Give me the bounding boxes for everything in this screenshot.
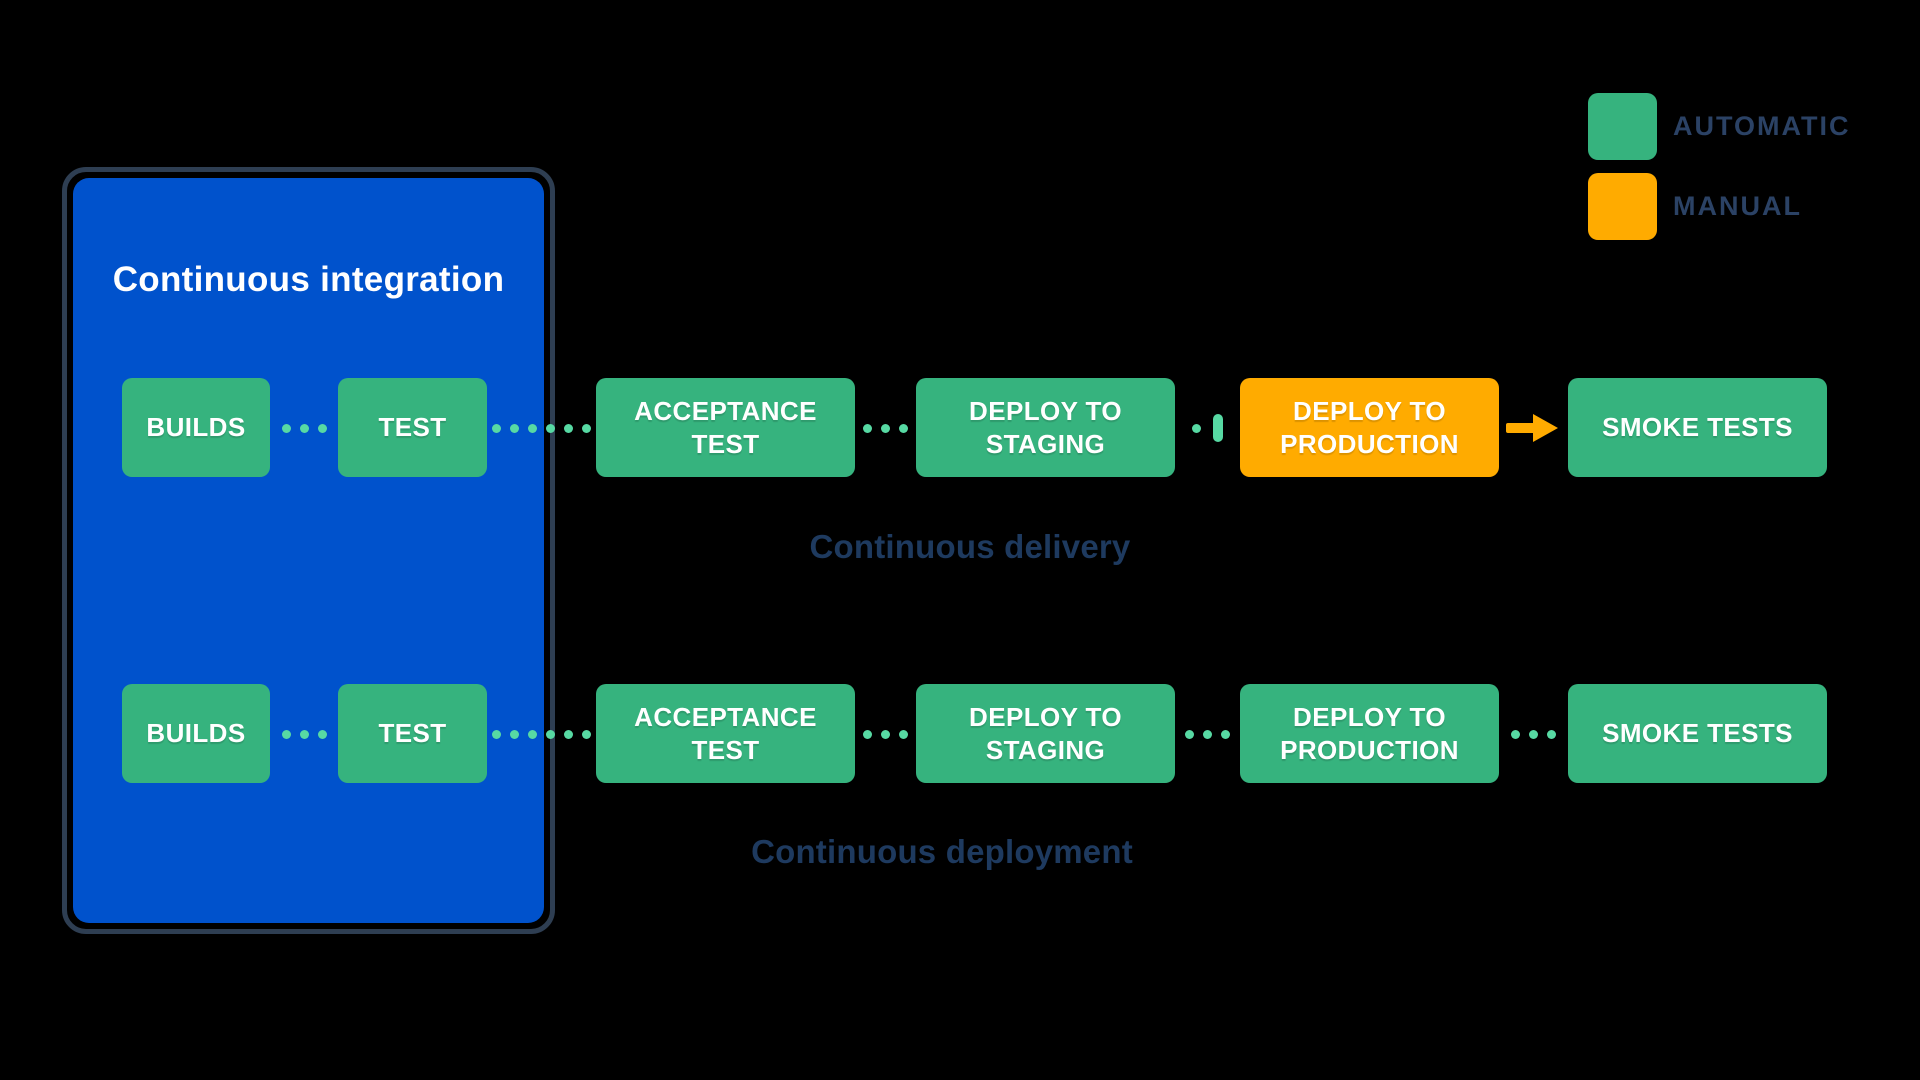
connector-dot: [1185, 729, 1194, 739]
connector-dot: [899, 423, 908, 433]
connector-dot: [546, 423, 555, 433]
connector-dot: [863, 423, 872, 433]
continuous-deployment-label: Continuous deployment: [751, 833, 1133, 870]
connector-dot: [492, 423, 501, 433]
continuous-delivery-label: Continuous delivery: [809, 528, 1131, 565]
step-deploy-to-production-delivery: DEPLOY TO PRODUCTION: [1240, 378, 1499, 477]
manual-arrow-icon: [1506, 412, 1558, 444]
connector-dot: [510, 729, 519, 739]
step-deploy-to-production-deployment: DEPLOY TO PRODUCTION: [1240, 684, 1499, 783]
connector-test-acceptance-2: [487, 720, 596, 748]
connector-dot: [1547, 729, 1556, 739]
step-builds-delivery: BUILDS: [122, 378, 270, 477]
connector-builds-test-2: [270, 720, 338, 748]
connector-dot: [317, 423, 327, 433]
connector-dot: [582, 423, 591, 433]
step-acceptance-test-delivery: ACCEPTANCE TEST: [596, 378, 855, 477]
connector-dot: [317, 729, 327, 739]
connector-builds-test: [270, 414, 338, 442]
manual-gate-bar: [1213, 414, 1223, 442]
legend-manual-swatch: [1588, 173, 1657, 240]
connector-dot: [281, 423, 291, 433]
connector-staging-production-manual-gate: [1175, 414, 1240, 442]
connector-dot: [546, 729, 555, 739]
step-builds-deployment: BUILDS: [122, 684, 270, 783]
connector-dot: [881, 729, 890, 739]
connector-dot: [510, 423, 519, 433]
step-smoke-tests-delivery: SMOKE TESTS: [1568, 378, 1827, 477]
connector-dot: [528, 729, 537, 739]
connector-dot: [564, 423, 573, 433]
legend-automatic-label: AUTOMATIC: [1673, 111, 1851, 141]
connector-dot: [1203, 729, 1212, 739]
step-test-delivery: TEST: [338, 378, 487, 477]
connector-dot: [528, 423, 537, 433]
connector-staging-production-2: [1175, 720, 1240, 748]
step-deploy-to-staging-deployment: DEPLOY TO STAGING: [916, 684, 1175, 783]
legend-automatic-swatch: [1588, 93, 1657, 160]
connector-dot: [492, 729, 501, 739]
connector-dot: [881, 423, 890, 433]
continuous-integration-title: Continuous integration: [112, 260, 505, 299]
connector-dot: [1529, 729, 1538, 739]
connector-acceptance-staging: [855, 414, 916, 442]
connector-production-smoke-2: [1499, 720, 1568, 748]
connector-test-acceptance: [487, 414, 596, 442]
step-acceptance-test-deployment: ACCEPTANCE TEST: [596, 684, 855, 783]
step-deploy-to-staging-delivery: DEPLOY TO STAGING: [916, 378, 1175, 477]
connector-dot: [281, 729, 291, 739]
step-smoke-tests-deployment: SMOKE TESTS: [1568, 684, 1827, 783]
connector-dot: [899, 729, 908, 739]
connector-dot: [299, 423, 309, 433]
step-test-deployment: TEST: [338, 684, 487, 783]
connector-acceptance-staging-2: [855, 720, 916, 748]
continuous-integration-box: Continuous integration: [62, 167, 555, 934]
connector-dot: [863, 729, 872, 739]
connector-dot: [582, 729, 591, 739]
connector-dot: [1511, 729, 1520, 739]
connector-dot: [299, 729, 309, 739]
legend-manual-label: MANUAL: [1673, 191, 1802, 221]
connector-dot: [1221, 729, 1230, 739]
connector-dot: [564, 729, 573, 739]
connector-dot: [1192, 423, 1201, 433]
